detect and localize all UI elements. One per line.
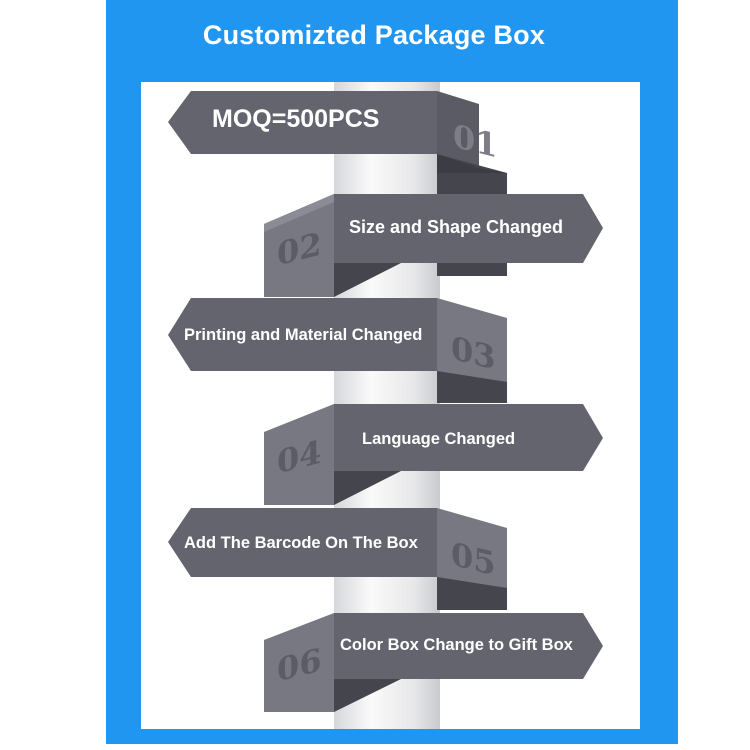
step-05-label: Add The Barcode On The Box [184, 534, 418, 552]
step-01-block-face [437, 91, 479, 168]
step-04-label: Language Changed [362, 430, 516, 448]
step-03 [168, 298, 507, 403]
step-05-banner [168, 508, 437, 577]
step-02 [264, 194, 603, 297]
step-01-label: MOQ=500PCS [212, 105, 380, 133]
step-02-label: Size and Shape Changed [349, 217, 564, 237]
step-06-label: Color Box Change to Gift Box [340, 636, 573, 654]
step-03-drop-shadow [437, 371, 507, 403]
step-04-banner [334, 404, 603, 471]
step-01-banner [168, 91, 437, 154]
steps-illustration [168, 82, 603, 729]
step-01-block-shadow [437, 154, 507, 173]
step-04 [264, 404, 603, 505]
step-03-label: Printing and Material Changed [184, 326, 423, 344]
step-06-drop-shadow [334, 679, 401, 712]
step-02-drop-shadow [334, 263, 401, 297]
step-02-block-top [264, 194, 334, 232]
step-03-banner [168, 298, 437, 371]
steps-panel: 01 02 03 04 05 06 MOQ=500PCS Size and Sh… [141, 82, 640, 729]
page-title: Customizted Package Box [202, 20, 546, 50]
step-05 [168, 508, 507, 610]
step-04-drop-shadow [334, 471, 401, 505]
step-04-block-side [264, 404, 334, 505]
step-06-banner [334, 613, 603, 679]
step-05-drop-shadow [437, 577, 507, 610]
step-06 [264, 613, 603, 712]
step-06-block-side [264, 613, 334, 712]
step-02-banner [334, 194, 603, 263]
